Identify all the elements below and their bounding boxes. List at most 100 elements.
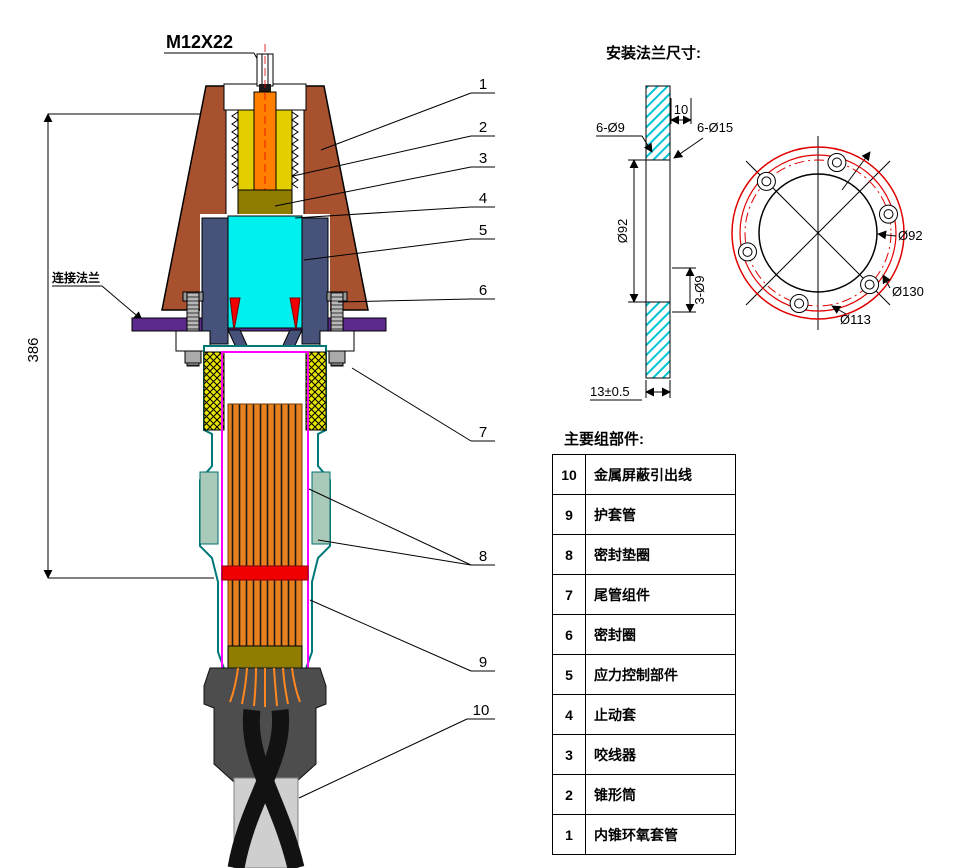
dim-d113-text: Ø113: [840, 312, 871, 327]
dim-d92-front: Ø92: [877, 228, 923, 243]
dim-d130-front: Ø130: [882, 274, 924, 299]
callout-3: 3: [274, 150, 495, 207]
bolt-holes: [738, 153, 898, 313]
callout-2-num: 2: [479, 119, 487, 136]
callout-9: 9: [309, 599, 495, 672]
callout-9-num: 9: [479, 654, 487, 671]
part-number: 3: [552, 734, 586, 775]
callout-7: 7: [351, 367, 495, 442]
callout-4-num: 4: [479, 190, 487, 207]
callout-6: 6: [337, 282, 495, 303]
inner-circle-d92: [758, 173, 878, 293]
callout-1-num: 1: [479, 76, 487, 93]
part-name: 内锥环氧套管: [585, 814, 736, 855]
callout-10: 10: [298, 702, 495, 799]
part-number: 1: [552, 814, 586, 855]
part-number: 10: [552, 454, 586, 495]
callout-2: 2: [292, 119, 495, 177]
part-name: 应力控制部件: [585, 654, 736, 695]
table-row: 3 咬线器: [552, 734, 736, 775]
part-number: 6: [552, 614, 586, 655]
dim-6-d9: 6-Ø9: [596, 120, 653, 153]
part-name: 止动套: [585, 694, 736, 735]
table-row: 10 金属屏蔽引出线: [552, 454, 736, 495]
conductor-bundle: [227, 403, 303, 649]
flange-label-text: 连接法兰: [52, 270, 100, 285]
main-assembly-drawing: [131, 44, 387, 868]
dim-3-d9-text: 3-Ø9: [692, 276, 707, 305]
washer-right: [311, 471, 331, 545]
table-row: 8 密封垫圈: [552, 534, 736, 575]
dim-d92-side: Ø92: [615, 159, 646, 303]
part-number: 4: [552, 694, 586, 735]
spring-left: [203, 351, 225, 431]
part-name: 尾管组件: [585, 574, 736, 615]
dim-3-d9: 3-Ø9: [672, 267, 707, 313]
callout-4: 4: [294, 190, 495, 219]
callout-5-num: 5: [479, 222, 487, 239]
flange-bolt-right: [319, 291, 355, 367]
washer-left: [199, 471, 219, 545]
outer-circle-d130: [731, 146, 905, 320]
callout-5: 5: [303, 222, 495, 261]
holder-left: [201, 217, 229, 345]
flange-bolt-left: [175, 291, 211, 367]
callout-8: 8: [308, 488, 495, 566]
callout-7-num: 7: [479, 424, 487, 441]
flange-side-view: 安装法兰尺寸: 6-Ø9 10 6-Ø15 Ø92: [590, 44, 733, 401]
table-row: 2 锥形筒: [552, 774, 736, 815]
table-row: 7 尾管组件: [552, 574, 736, 615]
callout-8-num: 8: [479, 548, 487, 565]
cable-right: [227, 708, 290, 868]
shield-wire-fan: [229, 667, 301, 707]
dim-10: 10: [670, 98, 692, 125]
callouts: 1 2 3 4 5 6 7 8: [274, 76, 495, 799]
table-row: 1 内锥环氧套管: [552, 814, 736, 855]
bolt-spec-text: M12X22: [166, 32, 233, 52]
dim-6-d9-text: 6-Ø9: [596, 120, 625, 135]
part-name: 密封垫圈: [585, 534, 736, 575]
part-number: 5: [552, 654, 586, 695]
parts-table-title: 主要组部件:: [564, 431, 644, 448]
part-name: 金属屏蔽引出线: [585, 454, 736, 495]
connection-flange-label: 连接法兰: [52, 270, 143, 321]
table-row: 9 护套管: [552, 494, 736, 535]
part-name: 锥形筒: [585, 774, 736, 815]
part-number: 8: [552, 534, 586, 575]
table-row: 5 应力控制部件: [552, 654, 736, 695]
parts-table-section: 主要组部件: 10 金属屏蔽引出线 9 护套管 8 密封垫圈 7 尾管组件 6 …: [552, 428, 736, 855]
part-name: 咬线器: [585, 734, 736, 775]
dim-10-text: 10: [674, 102, 688, 117]
table-row: 4 止动套: [552, 694, 736, 735]
dim-d113-front: Ø113: [831, 305, 871, 327]
seal-right: [289, 297, 301, 331]
spring-right: [305, 351, 327, 431]
part-number: 9: [552, 494, 586, 535]
bolt-circle-d113: [744, 159, 892, 307]
part-name: 密封圈: [585, 614, 736, 655]
callout-1: 1: [320, 76, 495, 151]
red-band: [221, 565, 309, 581]
part-number: 2: [552, 774, 586, 815]
callout-6-num: 6: [479, 282, 487, 299]
lower-sleeve: [227, 645, 303, 669]
part-number: 7: [552, 574, 586, 615]
parts-table: 10 金属屏蔽引出线 9 护套管 8 密封垫圈 7 尾管组件 6 密封圈 5 应…: [552, 454, 736, 855]
part-name: 护套管: [585, 494, 736, 535]
bolt-spec-label: M12X22: [164, 32, 261, 65]
flange-front-view: Ø92 Ø130 Ø113: [731, 136, 924, 330]
flange-view-title: 安装法兰尺寸:: [606, 44, 701, 62]
seal-left: [229, 297, 241, 331]
dim-6-d15: 6-Ø15: [673, 120, 733, 159]
table-row: 6 密封圈: [552, 614, 736, 655]
stress-control-body: [227, 215, 303, 329]
dim-d92-side-text: Ø92: [615, 219, 630, 244]
dim-thickness-text: 13±0.5: [590, 384, 630, 399]
dim-6-d15-text: 6-Ø15: [697, 120, 733, 135]
callout-10-num: 10: [473, 702, 490, 719]
callout-3-num: 3: [479, 150, 487, 167]
dim-d130-text: Ø130: [892, 284, 924, 299]
dim-386-text: 386: [25, 337, 42, 362]
